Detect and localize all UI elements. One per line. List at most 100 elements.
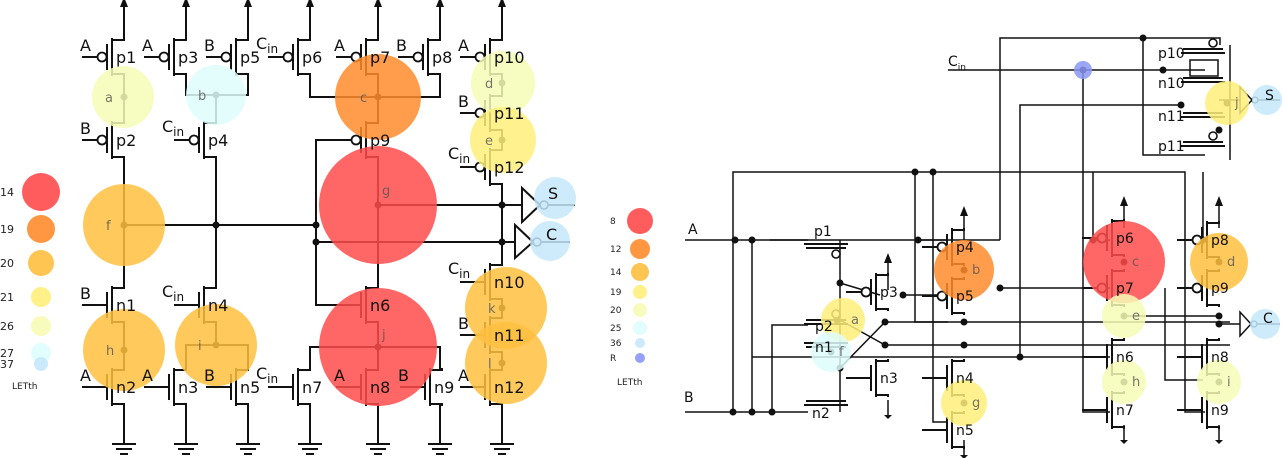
inverting-gate-bubble	[1191, 282, 1203, 294]
transistor-label: p1	[116, 48, 136, 67]
legend-label: 19	[0, 223, 14, 236]
source	[490, 183, 503, 186]
transistor-label: n6	[370, 296, 390, 315]
legend-label: 19	[610, 288, 622, 298]
source	[1207, 304, 1220, 307]
legend-swatch-20	[28, 250, 54, 276]
junction-dot	[836, 279, 844, 287]
node-label-j: j	[1234, 96, 1239, 111]
junction-dot	[1139, 34, 1147, 42]
cin-main: C	[256, 364, 267, 383]
junction-dot	[1215, 126, 1223, 134]
transistor-label: p8	[432, 48, 452, 67]
gate-input-b: B	[80, 284, 91, 303]
ground-icon	[884, 415, 892, 419]
inverter-s	[521, 185, 542, 225]
ground-icon	[1215, 440, 1223, 444]
node-label-k: k	[488, 302, 496, 317]
drain	[876, 273, 889, 276]
cin-main: C	[162, 282, 173, 301]
wire	[839, 282, 881, 296]
transistor-label: p6	[1116, 231, 1134, 247]
bubble-node-d	[1190, 233, 1248, 291]
junction-dot	[498, 201, 506, 209]
bubble-radiation-hit	[1074, 61, 1092, 79]
bubble-node-d	[471, 51, 535, 115]
bubble-node-b	[186, 65, 246, 125]
transistor-label: p10	[1158, 46, 1185, 62]
junction-dot	[1159, 66, 1167, 74]
bubble-node-g	[319, 146, 437, 264]
legend-swatch-19	[633, 285, 647, 299]
transistor-p1	[804, 243, 848, 259]
gate-input-cin: Cin	[256, 34, 278, 56]
transistor-label: p7	[1116, 281, 1134, 297]
node-label-h: h	[106, 344, 114, 359]
junction-dot	[1177, 101, 1185, 109]
node-label-i: i	[198, 339, 202, 354]
gate-input-a: A	[458, 36, 469, 55]
transistor-label: p2	[815, 319, 833, 335]
inverting-gate-bubble	[1208, 131, 1218, 141]
transistor-label: p1	[814, 224, 832, 240]
transistor-n10	[1181, 77, 1225, 83]
junction-dot	[929, 168, 937, 176]
drain	[1112, 219, 1125, 222]
node-label-f: f	[839, 345, 844, 360]
gate-input-cin: Cin	[256, 364, 278, 386]
junction-dot	[731, 236, 739, 244]
node-label-e: e	[1132, 309, 1140, 324]
transistor-label: p3	[178, 48, 198, 67]
transistor-label: p12	[494, 158, 525, 177]
bubble-node-a	[92, 66, 154, 128]
transistor-label: n5	[956, 423, 974, 439]
node-label-b: b	[198, 89, 206, 104]
cin-main: C	[448, 144, 459, 163]
wire	[732, 171, 1205, 413]
transistor-label: n8	[370, 378, 390, 397]
drain	[236, 38, 249, 41]
gate-input-cin: Cin	[448, 144, 470, 166]
legend-label: 21	[0, 291, 14, 304]
transistor-label: p7	[370, 48, 390, 67]
node-label-c: c	[1132, 255, 1139, 270]
transistor-n3	[846, 359, 889, 397]
transistor-label: p11	[494, 104, 525, 123]
junction-dot	[498, 238, 506, 246]
gate-input-b: B	[458, 314, 469, 333]
transistor-p5	[206, 38, 249, 76]
inverting-gate-bubble	[350, 134, 362, 146]
legend-label: 12	[610, 245, 621, 255]
transistor-p10	[1181, 38, 1225, 54]
cin-main: C	[256, 34, 267, 53]
drain	[490, 38, 503, 41]
gate-input-b: B	[458, 92, 469, 111]
drain	[1207, 221, 1220, 224]
legend-swatch-14	[631, 263, 649, 281]
bubble-output-c	[530, 221, 570, 261]
bubble-node-i	[175, 304, 257, 386]
node-label-d: d	[1227, 255, 1235, 270]
inverting-gate-bubble	[188, 134, 200, 146]
output-c-label: C	[1263, 311, 1273, 327]
inverter-c	[514, 222, 535, 261]
legend-title: LETth	[12, 382, 37, 392]
cin-subscript: in	[459, 267, 470, 281]
source	[236, 403, 249, 406]
inverting-gate-bubble	[282, 51, 294, 63]
legend-swatch-19	[27, 215, 55, 243]
legend-label: 20	[0, 257, 14, 270]
transistor-label: n7	[302, 378, 322, 397]
source	[430, 403, 443, 406]
drain	[430, 368, 443, 371]
drain	[952, 359, 965, 362]
wire	[1082, 70, 1110, 413]
node-label-e: e	[485, 134, 493, 149]
bubble-node-j	[1205, 81, 1249, 125]
junction-dot	[768, 408, 776, 416]
source	[952, 312, 965, 315]
transistor-label: n12	[494, 378, 525, 397]
transistor-label: p9	[1211, 281, 1229, 297]
